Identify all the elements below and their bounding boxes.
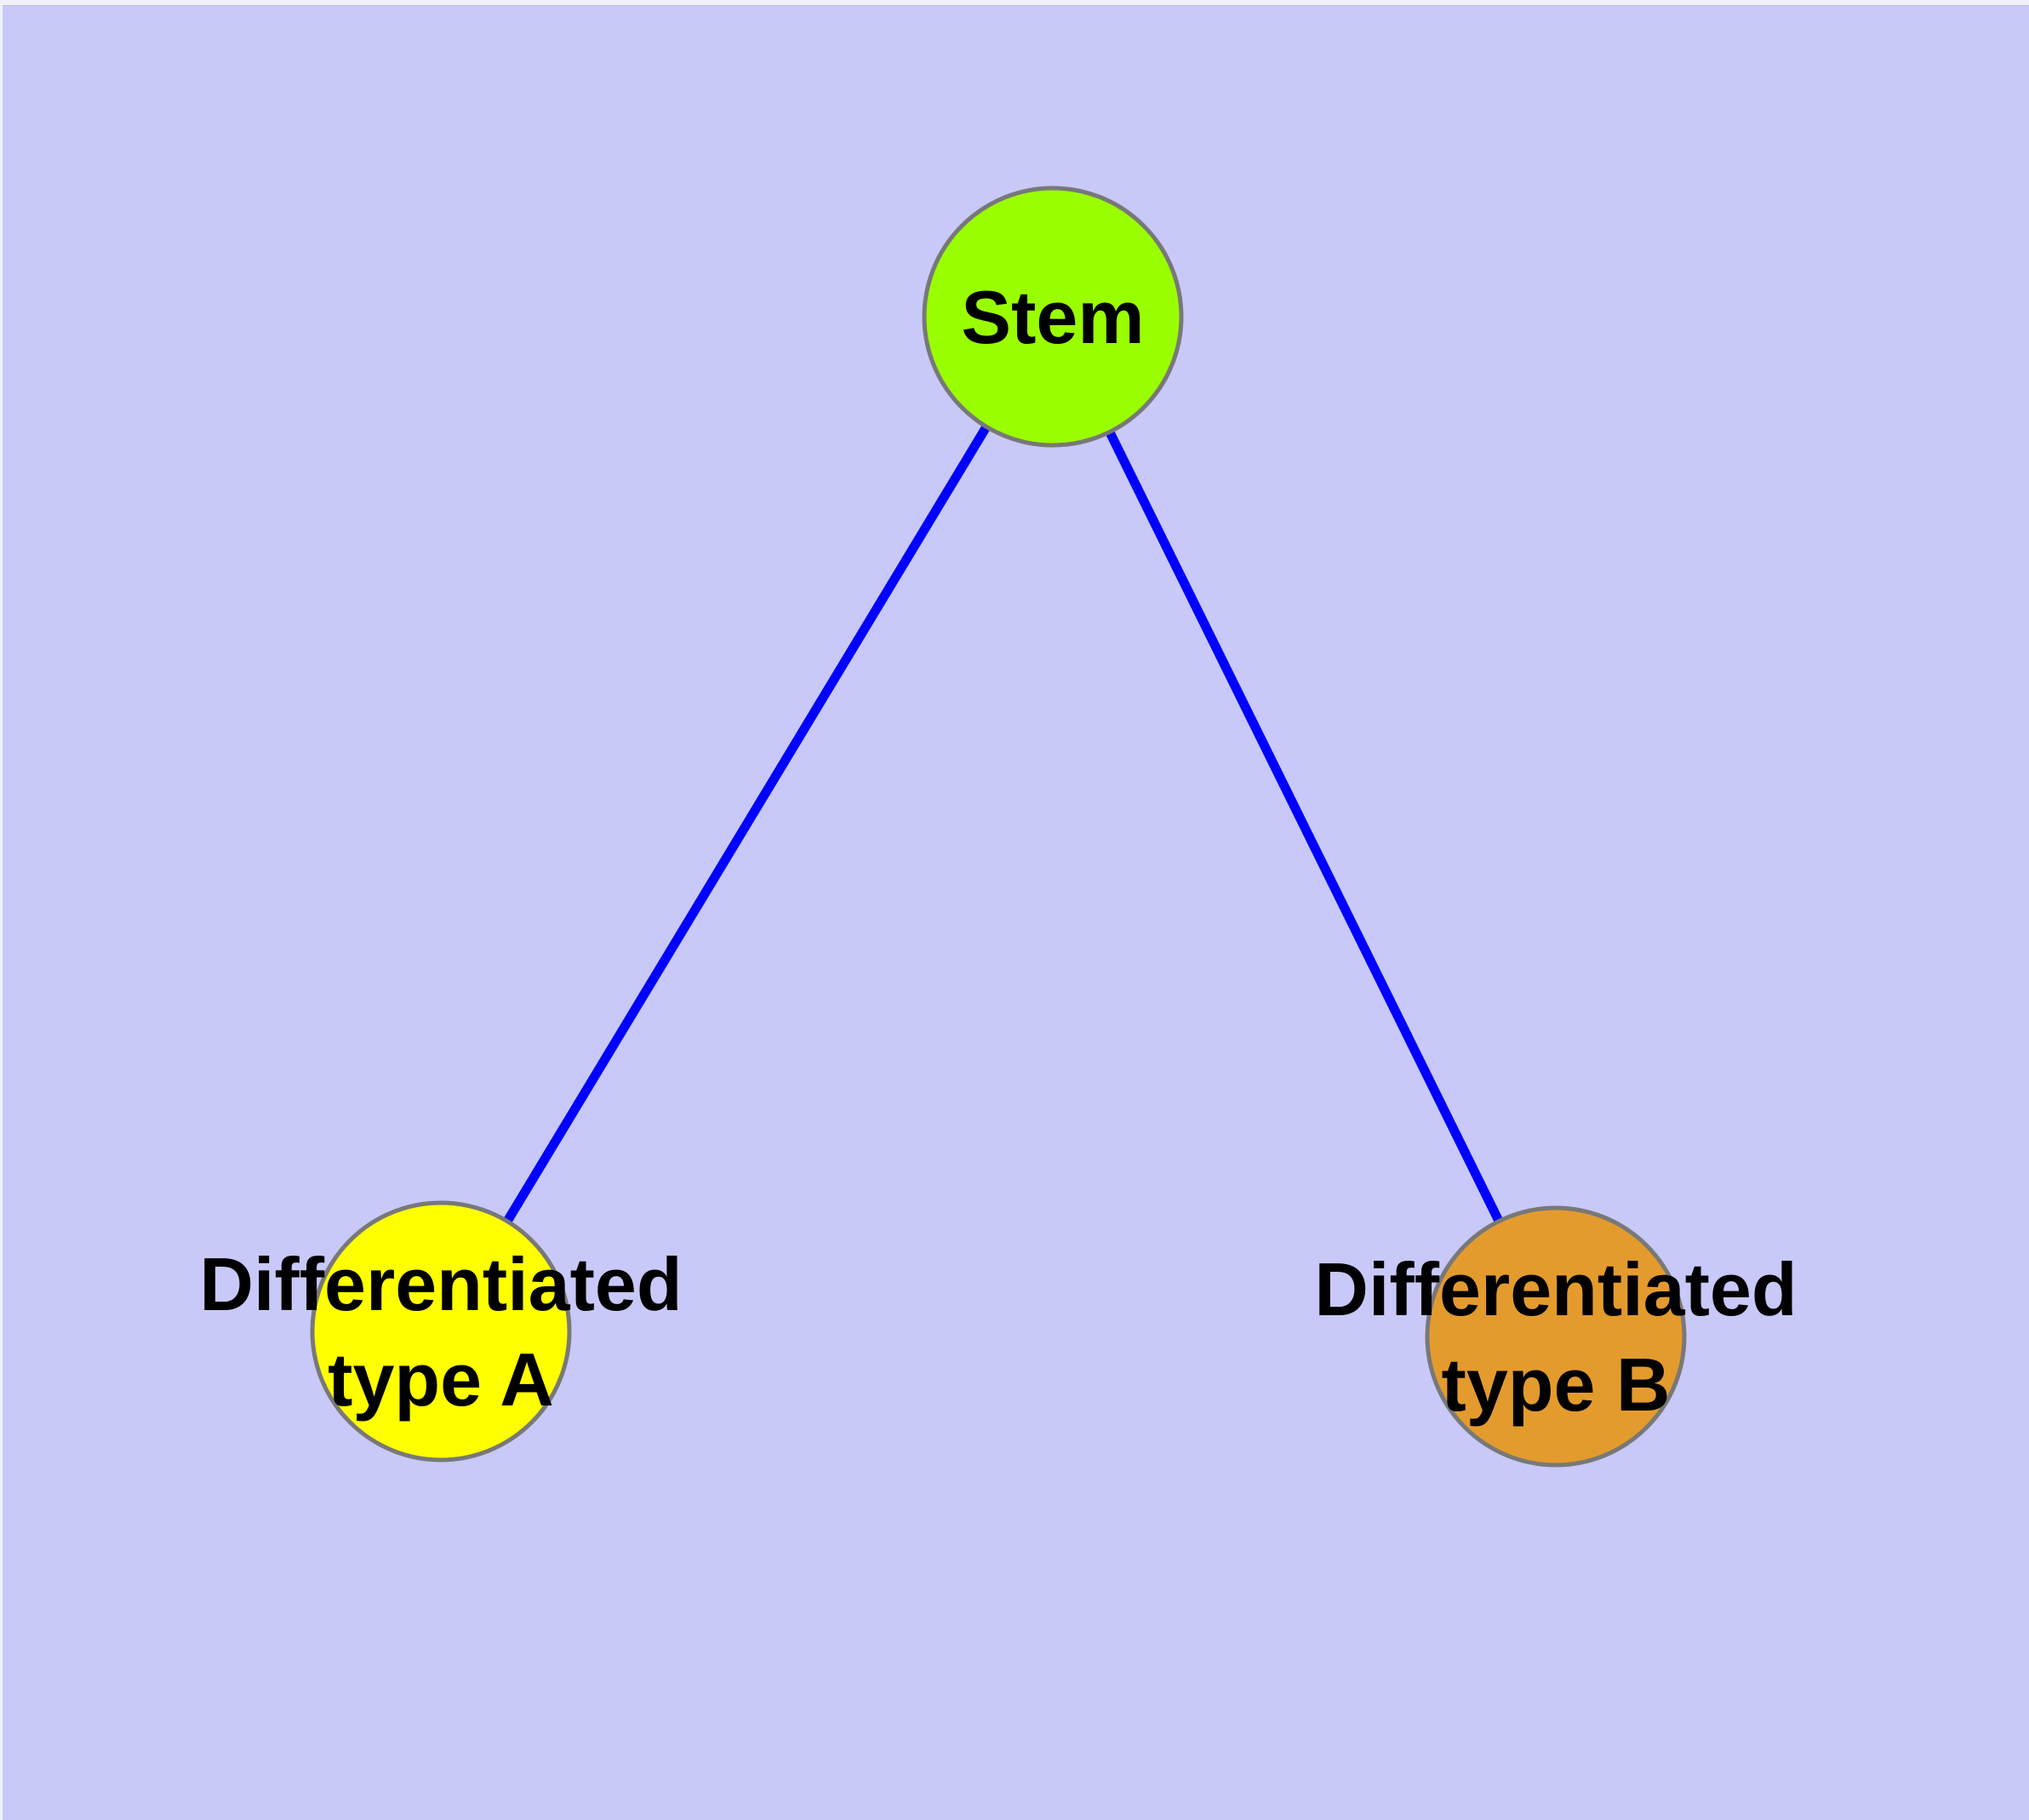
edge-stem-to-differentiated-type-a xyxy=(503,424,991,1224)
canvas-left-edge xyxy=(0,0,3,1820)
node-differentiated-type-b-circle xyxy=(1425,1205,1687,1468)
canvas-top-edge xyxy=(0,0,2029,6)
node-differentiated-type-a-circle xyxy=(310,1200,572,1462)
edge-stem-to-differentiated-type-b xyxy=(1105,429,1504,1224)
edges-layer xyxy=(503,424,1504,1224)
node-stem-label: Stem xyxy=(961,275,1144,359)
node-stem-circle xyxy=(922,186,1184,448)
node-stem: Stem xyxy=(922,186,1184,448)
